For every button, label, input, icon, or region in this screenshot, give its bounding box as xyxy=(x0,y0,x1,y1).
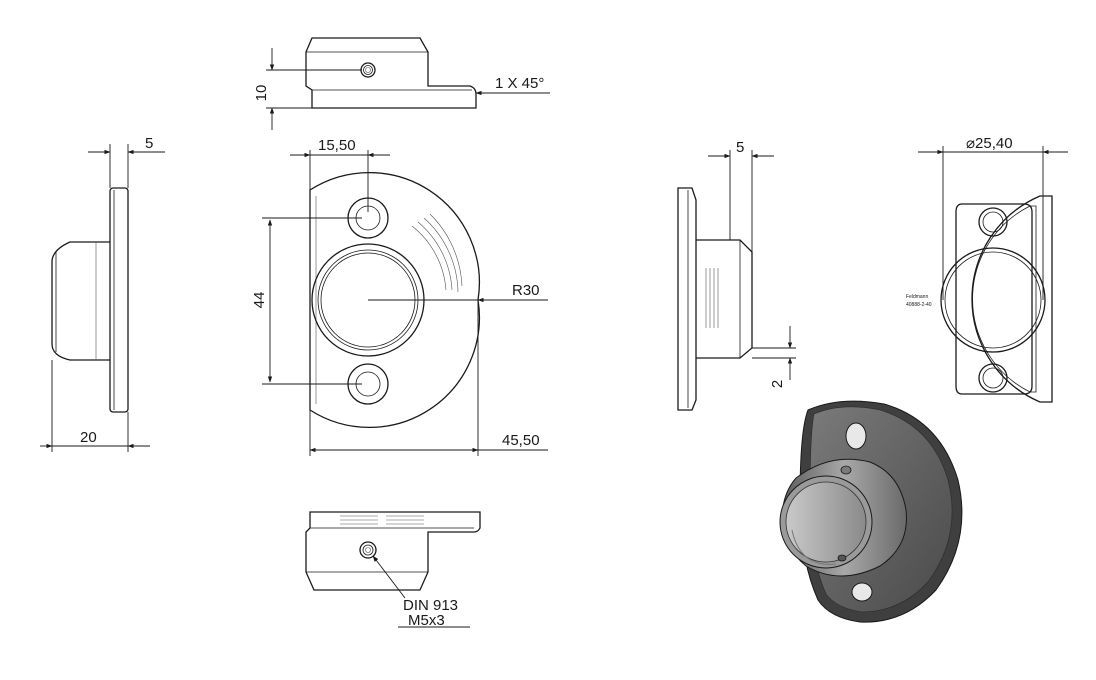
engraving-number: 40888-2-40 xyxy=(906,302,932,308)
dim-side-depth: 20 xyxy=(80,429,97,446)
dim-chamfer: 1 X 45° xyxy=(495,75,544,92)
dim-radius: R30 xyxy=(512,282,540,299)
dim-side-flange: 5 xyxy=(145,135,153,152)
dim-hole-offset: 15,50 xyxy=(318,137,356,154)
dim-width: 45,50 xyxy=(502,432,540,449)
dim-hole-spacing: 44 xyxy=(251,292,268,309)
top-view xyxy=(266,37,550,130)
front-view xyxy=(262,150,548,456)
engraving-name: Feldmann xyxy=(906,294,928,300)
callout-size: M5x3 xyxy=(408,612,445,629)
bottom-view xyxy=(305,511,481,628)
right-side-view xyxy=(677,150,796,411)
dim-tube-diameter: ⌀25,40 xyxy=(966,135,1013,152)
left-side-view xyxy=(40,144,165,452)
back-view xyxy=(918,146,1068,403)
callout-standard: DIN 913 xyxy=(403,597,458,614)
dim-top-height: 10 xyxy=(253,85,270,102)
dim-right-step: 2 xyxy=(769,380,786,388)
dim-right-flange: 5 xyxy=(736,139,744,156)
isometric-render xyxy=(779,400,963,623)
